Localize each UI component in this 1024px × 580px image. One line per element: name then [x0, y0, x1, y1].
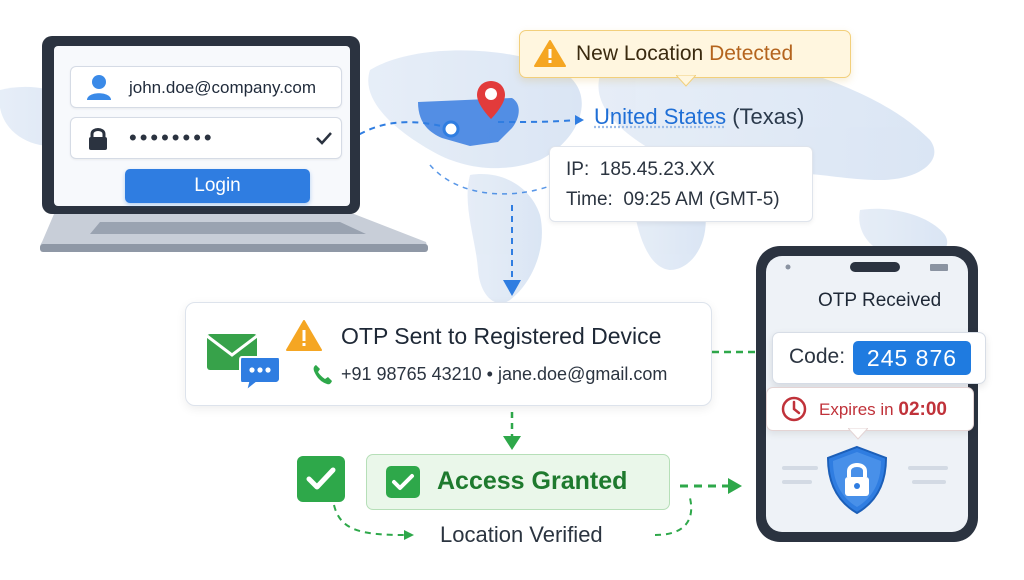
phone-icon [313, 365, 332, 385]
time-value: 09:25 AM (GMT-5) [623, 189, 780, 210]
location-verified-text: Location Verified [440, 522, 603, 547]
expiry-text: Expires in 02:00 [819, 399, 947, 420]
phone-placeholder-lines [782, 466, 948, 484]
origin-marker-icon [442, 120, 460, 138]
code-label: Code: [789, 345, 846, 368]
ip-label: IP: [566, 159, 590, 180]
otp-separator: • [486, 364, 493, 384]
otp-contact-line: +91 98765 43210 • jane.doe@gmail.com [341, 364, 667, 385]
otp-title: OTP Sent to Registered Device [341, 323, 662, 349]
lock-icon [89, 128, 107, 150]
access-granted-text: Access Granted [437, 467, 628, 495]
login-details-box: IP: 185.45.23.XX Time: 09:25 AM (GMT-5) [549, 146, 813, 222]
alert-pointer [676, 75, 696, 87]
check-badge-icon [297, 456, 345, 502]
checkmark-icon [316, 132, 332, 145]
alert-title: New Location Detected [576, 42, 794, 65]
new-location-alert: New Location Detected [519, 30, 851, 78]
clock-icon [781, 396, 807, 422]
laptop-base [40, 214, 428, 252]
login-button[interactable]: Login [125, 169, 310, 203]
email-value: john.doe@company.com [129, 78, 317, 97]
otp-email: jane.doe@gmail.com [498, 364, 668, 384]
password-field[interactable]: •••••••• [70, 117, 342, 159]
time-label: Time: [566, 189, 613, 210]
access-granted-box: Access Granted [366, 454, 670, 510]
ip-row: IP: 185.45.23.XX [566, 159, 715, 181]
otp-sent-card: OTP Sent to Registered Device +91 98765 … [185, 302, 712, 406]
otp-code-box: Code: 245 876 [772, 332, 986, 384]
time-row: Time: 09:25 AM (GMT-5) [566, 189, 780, 211]
location-label: United States (Texas) [594, 104, 804, 130]
chat-icon [239, 356, 281, 393]
location-region: (Texas) [732, 104, 805, 129]
map-pin-icon [477, 81, 505, 119]
warning-icon [534, 40, 566, 67]
password-mask: •••••••• [129, 125, 215, 150]
otp-expiry-box: Expires in 02:00 [766, 387, 974, 431]
shield-lock-icon [826, 445, 888, 515]
otp-phone: +91 98765 43210 [341, 364, 482, 384]
otp-code-value: 245 876 [853, 341, 971, 375]
expiry-pointer [848, 428, 868, 440]
expiry-time: 02:00 [898, 399, 947, 420]
otp-received-title: OTP Received [818, 290, 942, 311]
location-country: United States [594, 104, 727, 129]
warning-icon [286, 320, 322, 351]
ip-value: 185.45.23.XX [599, 159, 715, 180]
email-field[interactable]: john.doe@company.com [70, 66, 342, 108]
check-badge-icon [386, 466, 420, 498]
user-icon [87, 75, 111, 100]
phone-status-bar [785, 262, 948, 272]
